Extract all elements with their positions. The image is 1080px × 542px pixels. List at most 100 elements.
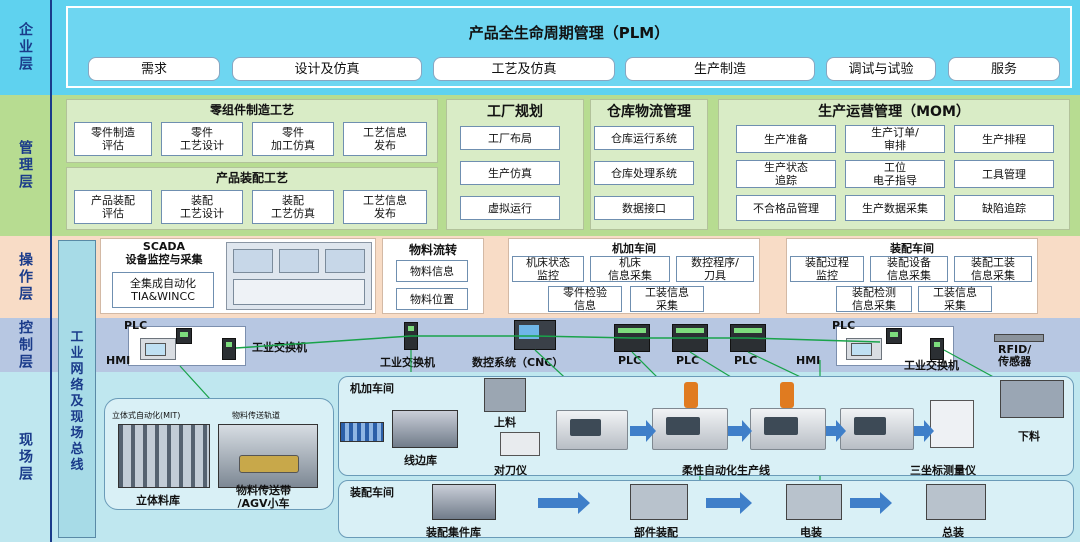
assembly-process-item: 装配 工艺设计 xyxy=(161,190,243,224)
assembly-process-item: 工艺信息 发布 xyxy=(343,190,427,224)
machining-op-item: 工装信息 采集 xyxy=(630,286,704,312)
industrial-bus-bar xyxy=(58,240,96,538)
cmm-label: 三坐标测量仪 xyxy=(910,464,976,477)
factory-planning-title: 工厂规划 xyxy=(487,104,543,120)
machining-op-item: 机床状态 监控 xyxy=(512,256,584,282)
assembly-op-item: 工装信息 采集 xyxy=(918,286,992,312)
material-flow-item: 物料位置 xyxy=(396,288,468,310)
cnc-machine-2 xyxy=(652,408,728,450)
plc-right-device xyxy=(886,328,902,344)
control-cnc-label: 数控系统（CNC） xyxy=(472,356,564,369)
control-plc-left-label: PLC xyxy=(124,319,148,332)
industrial-bus-label: 工业网络及现场总线 xyxy=(70,330,84,473)
assembly-process-title: 产品装配工艺 xyxy=(215,171,288,185)
control-switch-mid-label: 工业交换机 xyxy=(380,356,435,369)
final-assembly-label: 总装 xyxy=(942,526,964,539)
layer-label-enterprise: 企业层 xyxy=(0,0,52,95)
factory-planning-item: 生产仿真 xyxy=(460,161,560,185)
mom-item: 生产状态 追踪 xyxy=(736,160,836,188)
layer-label-management: 管理层 xyxy=(0,95,52,236)
mom-item: 不合格品管理 xyxy=(736,195,836,221)
warehouse-rack-image xyxy=(118,424,210,488)
scada-title: SCADA 设备监控与采集 xyxy=(125,240,203,266)
loading-image xyxy=(484,378,526,412)
parts-process-item: 零件制造 评估 xyxy=(74,122,152,156)
machining-op-item: 零件检验 信息 xyxy=(548,286,622,312)
robot-arm-2 xyxy=(780,382,794,408)
switch-right-device xyxy=(930,338,944,360)
storage-title-track: 物料传送轨道 xyxy=(232,411,280,420)
layer-label-field: 现场层 xyxy=(0,372,52,542)
scada-screen-image xyxy=(226,242,372,310)
control-plc-right-label: PLC xyxy=(832,319,856,332)
part-assembly-image xyxy=(630,484,688,520)
cnc-machine-3 xyxy=(750,408,826,450)
agv-image xyxy=(218,424,318,488)
unloading-label: 下料 xyxy=(1018,430,1040,443)
storage-title-mit: 立体式自动化(MIT) xyxy=(112,411,181,420)
cnc-machine-1 xyxy=(556,410,628,450)
plm-item-testing: 调试与试验 xyxy=(826,57,936,81)
assembly-op-item: 装配过程 监控 xyxy=(790,256,864,282)
mom-item: 生产订单/ 审排 xyxy=(845,125,945,153)
final-assembly-image xyxy=(926,484,986,520)
plc-left-device xyxy=(176,328,192,344)
machining-field-title: 机加车间 xyxy=(350,382,394,395)
material-flow-title: 物料流转 xyxy=(408,243,457,257)
control-hmi-left-label: HMI xyxy=(106,354,131,367)
mom-item: 生产排程 xyxy=(954,125,1054,153)
plm-item-design: 设计及仿真 xyxy=(232,57,422,81)
loading-label: 上料 xyxy=(494,416,516,429)
plm-item-service: 服务 xyxy=(948,57,1060,81)
electrical-image xyxy=(786,484,842,520)
control-plc3-label: PLC xyxy=(734,354,758,367)
control-hmi-right-label: HMI xyxy=(796,354,821,367)
flex-line-label: 柔性自动化生产线 xyxy=(682,464,770,477)
parts-process-item: 零件 工艺设计 xyxy=(161,122,243,156)
hmi-left-device xyxy=(140,338,176,360)
agv-label: 物料传送带 /AGV小车 xyxy=(236,484,291,510)
part-assembly-label: 部件装配 xyxy=(634,526,678,539)
warehouse-item: 仓库运行系统 xyxy=(594,126,694,150)
parts-process-item: 工艺信息 发布 xyxy=(343,122,427,156)
warehouse-title: 仓库物流管理 xyxy=(607,104,691,120)
material-flow-item: 物料信息 xyxy=(396,260,468,282)
assembly-op-item: 装配检测 信息采集 xyxy=(836,286,912,312)
control-switch-right-label: 工业交换机 xyxy=(904,359,959,372)
tool-setter-label: 对刀仪 xyxy=(494,464,527,477)
assembly-field-title: 装配车间 xyxy=(350,486,394,499)
unloading-image xyxy=(1000,380,1064,418)
warehouse-item: 数据接口 xyxy=(594,196,694,220)
plm-item-process: 工艺及仿真 xyxy=(433,57,615,81)
assembly-op-title: 装配车间 xyxy=(890,242,934,255)
tool-setter-image xyxy=(500,432,540,456)
rfid-device xyxy=(994,334,1044,342)
plm-title: 产品全生命周期管理（PLM） xyxy=(468,24,670,42)
control-plc2-label: PLC xyxy=(676,354,700,367)
line-store-image xyxy=(392,410,458,448)
warehouse-label: 立体料库 xyxy=(136,494,180,507)
factory-planning-item: 虚拟运行 xyxy=(460,196,560,220)
warehouse-item: 仓库处理系统 xyxy=(594,161,694,185)
assembly-store-label: 装配集件库 xyxy=(426,526,481,539)
assembly-process-item: 装配 工艺仿真 xyxy=(252,190,334,224)
control-plc1-label: PLC xyxy=(618,354,642,367)
plm-item-requirements: 需求 xyxy=(88,57,220,81)
line-store-label: 线边库 xyxy=(404,454,437,467)
plm-item-production: 生产制造 xyxy=(625,57,815,81)
cnc-device xyxy=(514,320,556,350)
mom-item: 工具管理 xyxy=(954,160,1054,188)
parts-process-item: 零件 加工仿真 xyxy=(252,122,334,156)
robot-arm-1 xyxy=(684,382,698,408)
scada-tia-box: 全集成自动化 TIA&WINCC xyxy=(112,272,214,308)
machining-op-item: 数控程序/ 刀具 xyxy=(676,256,754,282)
hmi-right-device xyxy=(846,338,882,360)
mom-item: 工位 电子指导 xyxy=(845,160,945,188)
assembly-process-item: 产品装配 评估 xyxy=(74,190,152,224)
mom-item: 生产准备 xyxy=(736,125,836,153)
fixture-image xyxy=(340,422,384,442)
machining-op-item: 机床 信息采集 xyxy=(590,256,670,282)
cmm-image xyxy=(930,400,974,448)
